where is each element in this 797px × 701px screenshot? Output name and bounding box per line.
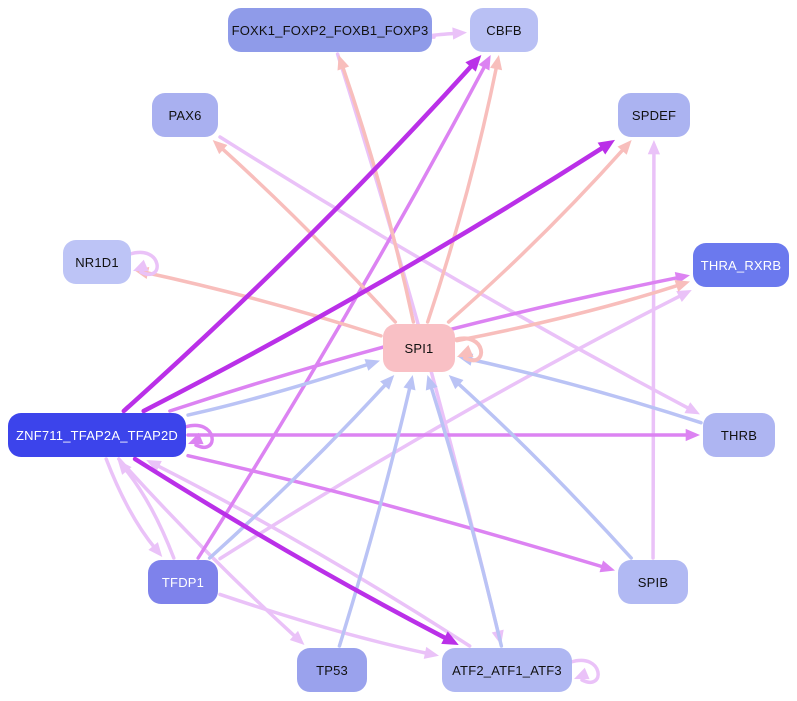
self-loop-nr1d1[interactable] xyxy=(128,250,159,276)
edge-pax6-thrb[interactable] xyxy=(218,135,700,415)
edge-spib-spi1[interactable] xyxy=(448,375,633,560)
node-label: SPI1 xyxy=(404,340,434,356)
self-loop-spi1[interactable] xyxy=(452,336,484,363)
edge-tfdp1-thra[interactable] xyxy=(218,290,692,561)
edge-foxk1-cbfb[interactable] xyxy=(427,27,467,40)
node-label: CBFB xyxy=(486,22,522,38)
node-tp53[interactable]: TP53 xyxy=(297,648,367,692)
edge-znf711-spdef[interactable] xyxy=(141,139,615,414)
edge-tp53-spi1[interactable] xyxy=(337,375,416,648)
node-label: THRA_RXRB xyxy=(700,257,782,273)
edge-znf711-cbfb[interactable] xyxy=(121,55,482,414)
node-label: TP53 xyxy=(316,662,348,678)
edge-tfdp1-cbfb[interactable] xyxy=(196,55,491,560)
node-label: ZNF711_TFAP2A_TFAP2D xyxy=(16,427,178,443)
node-atf2[interactable]: ATF2_ATF1_ATF3 xyxy=(442,648,572,692)
edge-tfdp1-atf2[interactable] xyxy=(218,592,439,659)
node-label: NR1D1 xyxy=(75,254,119,270)
self-loop-znf711[interactable] xyxy=(183,423,214,449)
node-spib[interactable]: SPIB xyxy=(618,560,688,604)
edge-spi1-pax6[interactable] xyxy=(212,140,398,324)
edge-thrb-spi1[interactable] xyxy=(458,353,703,425)
node-cbfb[interactable]: CBFB xyxy=(470,8,538,52)
node-label: THRB xyxy=(720,427,758,443)
node-thra[interactable]: THRA_RXRB xyxy=(693,243,789,287)
edge-spi1-spdef[interactable] xyxy=(446,140,632,324)
edge-atf2-spi1[interactable] xyxy=(425,375,504,648)
edge-spi1-thra[interactable] xyxy=(455,280,690,343)
self-loop-atf2[interactable] xyxy=(569,658,600,684)
node-label: TFDP1 xyxy=(161,574,205,590)
node-label: SPIB xyxy=(637,574,669,590)
node-label: ATF2_ATF1_ATF3 xyxy=(452,662,562,678)
node-znf711[interactable]: ZNF711_TFAP2A_TFAP2D xyxy=(8,413,186,457)
node-spdef[interactable]: SPDEF xyxy=(618,93,690,137)
edge-spi1-foxk1[interactable] xyxy=(337,55,416,324)
node-label: PAX6 xyxy=(168,107,202,123)
node-nr1d1[interactable]: NR1D1 xyxy=(63,240,131,284)
edge-spi1-cbfb[interactable] xyxy=(425,55,503,324)
edge-atf2-znf711[interactable] xyxy=(146,460,472,648)
edge-spib-spdef[interactable] xyxy=(647,140,661,560)
edge-znf711-tfdp1[interactable] xyxy=(104,457,163,557)
node-spi1[interactable]: SPI1 xyxy=(383,324,455,372)
node-label: SPDEF xyxy=(631,107,677,123)
edge-znf711-spib[interactable] xyxy=(186,453,615,573)
node-thrb[interactable]: THRB xyxy=(703,413,775,457)
edge-znf711-thrb[interactable] xyxy=(186,428,700,442)
node-label: FOXK1_FOXP2_FOXB1_FOXP3 xyxy=(231,22,429,38)
edge-znf711-tp53[interactable] xyxy=(117,457,305,645)
edge-znf711-spi1[interactable] xyxy=(186,359,380,417)
node-pax6[interactable]: PAX6 xyxy=(152,93,218,137)
node-foxk1[interactable]: FOXK1_FOXP2_FOXB1_FOXP3 xyxy=(228,8,432,52)
node-tfdp1[interactable]: TFDP1 xyxy=(148,560,218,604)
edge-tfdp1-spi1[interactable] xyxy=(207,375,395,560)
edge-znf711-atf2[interactable] xyxy=(132,456,459,645)
